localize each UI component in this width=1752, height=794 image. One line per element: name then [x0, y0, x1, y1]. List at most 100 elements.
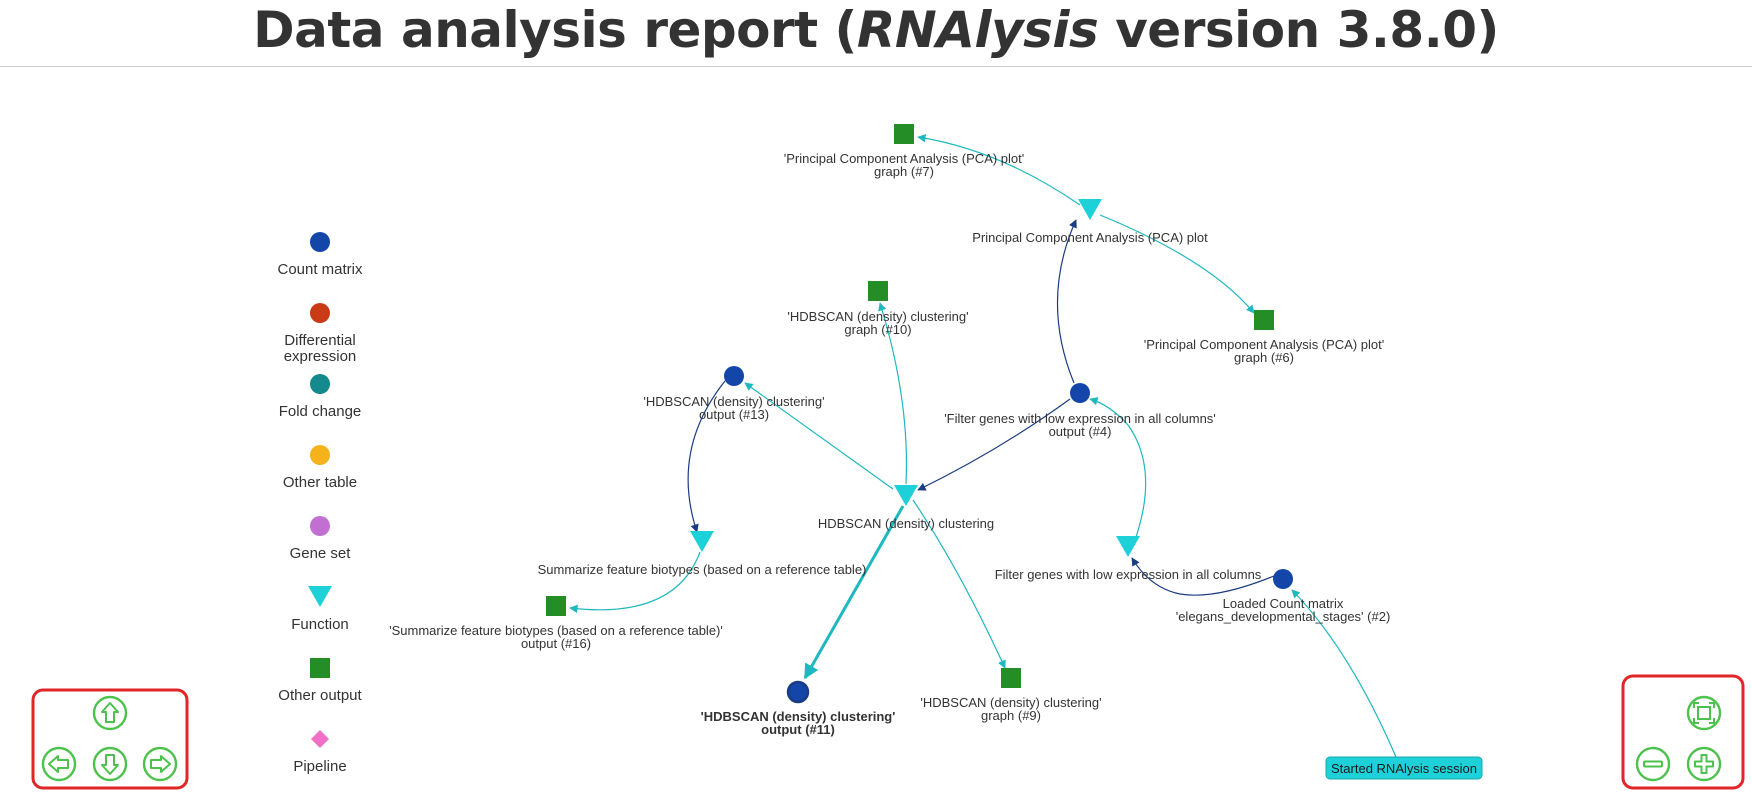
control-button-ring: [1635, 746, 1671, 782]
node-label: output (#13): [699, 407, 769, 422]
nodes: 'Principal Component Analysis (PCA) plot…: [389, 124, 1483, 780]
graph-node-n4[interactable]: 'Filter genes with low expression in all…: [944, 383, 1216, 439]
graph-node-start[interactable]: Started RNAlysis session: [1325, 756, 1483, 780]
node-shape-triangle: [1116, 536, 1140, 557]
report-title: Data analysis report (RNAlysis version 3…: [0, 0, 1752, 66]
legend-item-fold-change: Fold change: [279, 374, 361, 420]
legend-label: Other output: [278, 687, 362, 704]
edge-fpca-to-n6: [1099, 214, 1255, 314]
graph-node-n6[interactable]: 'Principal Component Analysis (PCA) plot…: [1144, 310, 1385, 365]
node-shape-triangle: [690, 531, 714, 552]
control-button-ring: [92, 695, 128, 731]
edge-n4-to-fpca: [1056, 219, 1077, 384]
legend-label: expression: [284, 348, 357, 365]
node-shape-circle: [1070, 383, 1090, 403]
node-shape-circle: [1273, 569, 1293, 589]
node-label: HDBSCAN (density) clustering: [818, 516, 994, 531]
graph-node-n7[interactable]: 'Principal Component Analysis (PCA) plot…: [784, 124, 1025, 179]
legend-swatch-pipeline: [311, 730, 329, 748]
edge-fpca-to-n7: [917, 134, 1081, 206]
node-label: output (#4): [1049, 424, 1112, 439]
legend-item-function: Function: [291, 586, 349, 633]
session-start-box: [1325, 756, 1483, 780]
node-shape-triangle: [1078, 199, 1102, 220]
node-shape-circle: [724, 366, 744, 386]
minus-icon: [1643, 760, 1663, 768]
pan-controls-frame: [31, 688, 189, 790]
node-label: graph (#6): [1234, 350, 1294, 365]
node-label: 'HDBSCAN (density) clustering': [787, 309, 968, 324]
legend-item-gene-set: Gene set: [290, 516, 351, 562]
arrow-right-icon: [150, 755, 171, 773]
edge-ffil-to-n4: [1089, 397, 1147, 544]
edge-n13-to-fsum: [687, 380, 726, 533]
edges: [569, 134, 1397, 758]
node-shape-square: [868, 281, 888, 301]
node-label: Started RNAlysis session: [1331, 761, 1477, 776]
node-label: Filter genes with low expression in all …: [995, 567, 1262, 582]
graph-node-n9[interactable]: 'HDBSCAN (density) clustering'graph (#9): [920, 668, 1102, 723]
graph-node-fhdb[interactable]: HDBSCAN (density) clustering: [818, 485, 994, 531]
graph-node-n11[interactable]: 'HDBSCAN (density) clustering'output (#1…: [701, 680, 896, 737]
node-label: graph (#10): [844, 322, 911, 337]
node-label: 'HDBSCAN (density) clustering': [643, 394, 824, 409]
pan-up-button[interactable]: [92, 695, 128, 731]
node-label: 'Principal Component Analysis (PCA) plot…: [1144, 337, 1385, 352]
pan-right-button[interactable]: [142, 746, 178, 782]
edge-fhdb-to-n10: [878, 302, 908, 485]
graph-node-n16[interactable]: 'Summarize feature biotypes (based on a …: [389, 596, 723, 651]
arrow-up-icon: [101, 702, 119, 723]
control-button-ring: [1686, 695, 1722, 731]
graph-node-fpca[interactable]: Principal Component Analysis (PCA) plot: [972, 199, 1208, 245]
navigation-controls: [31, 674, 1745, 790]
zoom-controls-frame: [1621, 674, 1745, 790]
arrow-down-icon: [101, 754, 119, 775]
zoom-out-button[interactable]: [1635, 746, 1671, 782]
graph-node-n10[interactable]: 'HDBSCAN (density) clustering'graph (#10…: [787, 281, 969, 337]
legend-label: Differential: [284, 332, 355, 349]
pan-down-button[interactable]: [92, 746, 128, 782]
node-label: output (#11): [761, 722, 835, 737]
node-label: Summarize feature biotypes (based on a r…: [538, 562, 867, 577]
legend-swatch-fold-change: [310, 374, 330, 394]
node-shape-square: [894, 124, 914, 144]
legend-swatch-differential-expression: [310, 303, 330, 323]
control-button-ring: [92, 746, 128, 782]
legend-item-count-matrix: Count matrix: [277, 232, 363, 278]
legend-swatch-gene-set: [310, 516, 330, 536]
node-shape-square: [1001, 668, 1021, 688]
edge-fhdb-to-n9: [912, 499, 1006, 669]
node-label: graph (#9): [981, 708, 1041, 723]
edge-fhdb-to-n13: [744, 382, 894, 490]
node-label: 'Summarize feature biotypes (based on a …: [389, 623, 723, 638]
node-shape-triangle: [894, 485, 918, 506]
legend-label: Function: [291, 616, 349, 633]
edge-fhdb-to-n11: [803, 505, 905, 680]
edge-fsum-to-n16: [569, 551, 701, 614]
arrow-left-icon: [48, 755, 69, 773]
legend-label: Count matrix: [277, 261, 363, 278]
graph-node-fsum[interactable]: Summarize feature biotypes (based on a r…: [538, 531, 867, 577]
title-divider: [0, 66, 1752, 67]
node-shape-square: [1254, 310, 1274, 330]
fit-view-button[interactable]: [1686, 695, 1722, 731]
node-label: 'elegans_developmental_stages' (#2): [1176, 609, 1391, 624]
legend-swatch-other-output: [310, 658, 330, 678]
graph-node-n2[interactable]: Loaded Count matrix'elegans_developmenta…: [1176, 569, 1391, 624]
node-shape-circle: [786, 680, 810, 704]
legend-item-other-table: Other table: [283, 445, 357, 491]
legend-label: Other table: [283, 474, 357, 491]
graph-node-ffil[interactable]: Filter genes with low expression in all …: [995, 536, 1262, 582]
plus-icon: [1694, 754, 1714, 774]
node-label: 'Filter genes with low expression in all…: [944, 411, 1216, 426]
pan-left-button[interactable]: [41, 746, 77, 782]
node-label: output (#16): [521, 636, 591, 651]
edge-start-to-n2: [1291, 589, 1397, 758]
legend-swatch-count-matrix: [310, 232, 330, 252]
legend-label: Pipeline: [293, 758, 346, 775]
legend-item-pipeline: Pipeline: [293, 730, 347, 775]
zoom-in-button[interactable]: [1686, 746, 1722, 782]
graph-node-n13[interactable]: 'HDBSCAN (density) clustering'output (#1…: [643, 366, 825, 422]
